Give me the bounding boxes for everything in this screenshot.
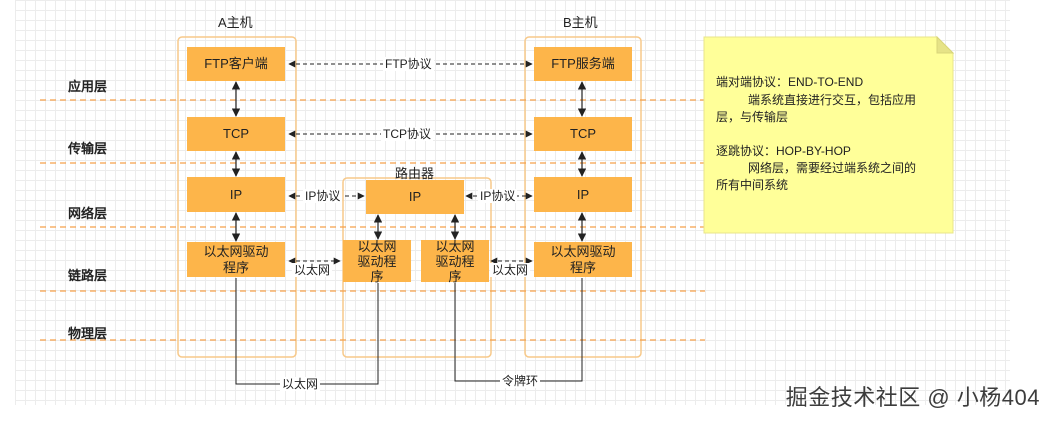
router-title: 路由器 xyxy=(395,166,435,181)
router-ethernet-driver-left: 以太网 驱动程 序 xyxy=(343,238,411,284)
sticky-note xyxy=(703,35,955,234)
a-ftp-client-box: FTP客户端 xyxy=(187,47,285,81)
a-tcp-label: TCP xyxy=(223,126,249,141)
a-ethernet-driver-box: 以太网驱动 程序 xyxy=(187,242,285,277)
note-hbh-line2: 所有中间系统 xyxy=(716,178,789,192)
layer-application: 应用层 xyxy=(68,79,108,94)
note-hbh-line1: 网络层，需要经过端系统之间的 xyxy=(748,161,917,175)
note-e2e-title: 端对端协议：END-TO-END xyxy=(716,75,864,89)
router-ethernet-driver-right: 以太网 驱动程 序 xyxy=(421,238,489,284)
layer-physical: 物理层 xyxy=(68,326,108,341)
ip-protocol-right-label: IP协议 xyxy=(478,189,518,203)
host-b-title: B主机 xyxy=(563,15,598,30)
physical-links xyxy=(235,278,583,385)
note-e2e-line2: 层，与传输层 xyxy=(716,110,789,124)
router-eth2-line2: 驱动程 xyxy=(435,253,475,269)
bottom-ethernet-label: 以太网 xyxy=(280,377,321,391)
a-ip-label: IP xyxy=(229,186,243,202)
router-ip-label: IP xyxy=(408,189,422,204)
ip-protocol-left-label: IP协议 xyxy=(303,189,343,203)
a-ftp-label: FTP客户端 xyxy=(204,56,268,71)
a-eth-line1: 以太网驱动 xyxy=(203,243,269,259)
b-ethernet-driver-box: 以太网驱动 程序 xyxy=(534,242,632,277)
a-ip-box: IP xyxy=(187,177,285,212)
a-tcp-box: TCP xyxy=(187,117,285,151)
a-eth-line2: 程序 xyxy=(222,259,249,275)
b-ftp-label: FTP服务端 xyxy=(551,56,615,71)
note-e2e-line1: 端系统直接进行交互，包括应用 xyxy=(748,93,917,107)
b-tcp-label: TCP xyxy=(570,126,596,141)
layer-transport: 传输层 xyxy=(68,141,108,156)
b-ftp-server-box: FTP服务端 xyxy=(534,47,632,81)
router-eth1-line1: 以太网 xyxy=(357,238,397,254)
ethernet-right-label: 以太网 xyxy=(490,263,531,277)
router-eth1-line2: 驱动程 xyxy=(357,253,397,269)
bottom-token-ring-label: 令牌环 xyxy=(500,374,541,388)
layer-link: 链路层 xyxy=(68,268,108,283)
router-eth2-line3: 序 xyxy=(448,268,462,284)
router-eth2-line1: 以太网 xyxy=(435,238,475,254)
stack-arrows xyxy=(231,81,587,242)
tcp-protocol-label: TCP协议 xyxy=(381,127,434,141)
layer-dividers xyxy=(40,99,705,341)
b-eth-line1: 以太网驱动 xyxy=(550,243,616,259)
layer-network: 网络层 xyxy=(68,206,108,221)
b-ip-box: IP xyxy=(534,177,632,212)
note-hbh-title: 逐跳协议：HOP-BY-HOP xyxy=(716,144,851,158)
watermark-text: 掘金技术社区 @ 小杨404 xyxy=(785,385,1040,410)
ftp-protocol-label: FTP协议 xyxy=(383,57,434,71)
router-ip-box: IP xyxy=(366,180,464,214)
ethernet-left-label: 以太网 xyxy=(292,263,333,277)
b-eth-line2: 程序 xyxy=(569,259,596,275)
b-tcp-box: TCP xyxy=(534,117,632,151)
router-eth1-line3: 序 xyxy=(370,268,384,284)
host-a-title: A主机 xyxy=(218,15,253,30)
b-ip-label: IP xyxy=(576,186,590,202)
